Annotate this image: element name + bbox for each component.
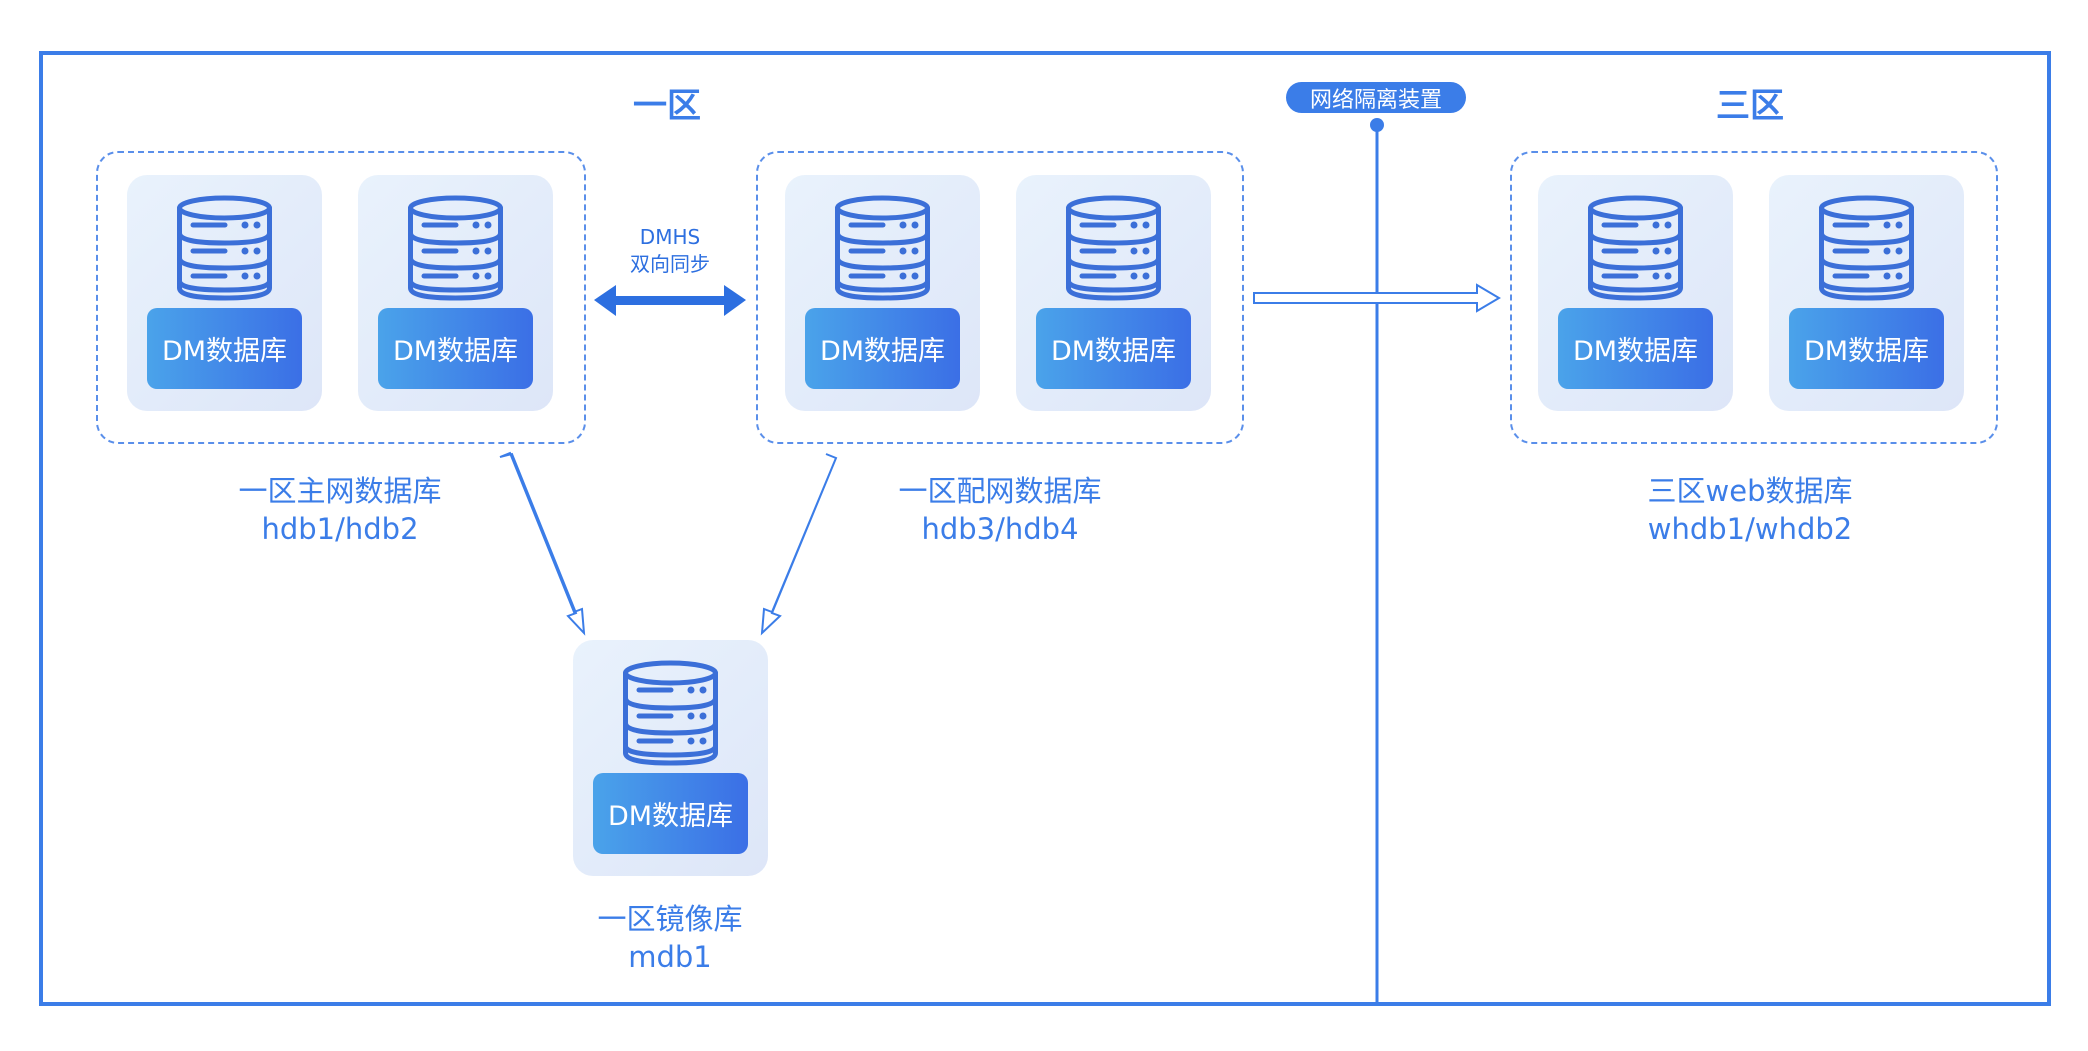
database-icon bbox=[408, 195, 503, 301]
zone-frame bbox=[39, 51, 2051, 1006]
db-label: DM数据库 bbox=[1558, 308, 1713, 389]
db-card-whdb1: DM数据库 bbox=[1538, 175, 1733, 411]
db-label: DM数据库 bbox=[805, 308, 960, 389]
database-icon bbox=[1066, 195, 1161, 301]
database-icon bbox=[1819, 195, 1914, 301]
sync-arrow bbox=[594, 285, 746, 316]
caption-web: 三区web数据库 whdb1/whdb2 bbox=[1600, 472, 1900, 548]
group-web bbox=[1510, 151, 1998, 444]
caption-mirror-hosts: mdb1 bbox=[628, 940, 712, 974]
mirror-arrow-main bbox=[499, 451, 586, 636]
caption-web-title: 三区web数据库 bbox=[1647, 474, 1853, 508]
db-label: DM数据库 bbox=[1789, 308, 1944, 389]
group-main-network bbox=[96, 151, 586, 444]
sync-label-mode: 双向同步 bbox=[630, 252, 710, 276]
db-card-whdb2: DM数据库 bbox=[1769, 175, 1964, 411]
isolation-device-badge: 网络隔离装置 bbox=[1286, 82, 1466, 113]
caption-mirror-title: 一区镜像库 bbox=[597, 902, 743, 936]
db-card-mdb1: DM数据库 bbox=[573, 640, 768, 876]
caption-mirror: 一区镜像库 mdb1 bbox=[530, 900, 810, 976]
mirror-arrow-dist bbox=[760, 453, 838, 636]
db-card-hdb2: DM数据库 bbox=[358, 175, 553, 411]
database-icon bbox=[1588, 195, 1683, 301]
caption-distribution-network-title: 一区配网数据库 bbox=[898, 474, 1102, 508]
transfer-arrow-zone3 bbox=[1253, 283, 1501, 313]
caption-distribution-network: 一区配网数据库 hdb3/hdb4 bbox=[860, 472, 1140, 548]
database-icon bbox=[623, 660, 718, 766]
db-label: DM数据库 bbox=[593, 773, 748, 854]
caption-main-network-title: 一区主网数据库 bbox=[238, 474, 442, 508]
sync-label-protocol: DMHS bbox=[639, 225, 701, 249]
caption-distribution-network-hosts: hdb3/hdb4 bbox=[921, 512, 1079, 546]
caption-main-network-hosts: hdb1/hdb2 bbox=[261, 512, 419, 546]
isolation-node-dot bbox=[1370, 118, 1384, 132]
group-distribution-network bbox=[756, 151, 1244, 444]
zone-title-1: 一区 bbox=[633, 86, 701, 126]
db-label: DM数据库 bbox=[1036, 308, 1191, 389]
caption-main-network: 一区主网数据库 hdb1/hdb2 bbox=[200, 472, 480, 548]
db-card-hdb1: DM数据库 bbox=[127, 175, 322, 411]
caption-web-hosts: whdb1/whdb2 bbox=[1647, 512, 1853, 546]
zone-title-3: 三区 bbox=[1716, 86, 1784, 126]
db-card-hdb3: DM数据库 bbox=[785, 175, 980, 411]
database-icon bbox=[835, 195, 930, 301]
db-label: DM数据库 bbox=[378, 308, 533, 389]
sync-label: DMHS 双向同步 bbox=[600, 224, 740, 278]
db-card-hdb4: DM数据库 bbox=[1016, 175, 1211, 411]
db-label: DM数据库 bbox=[147, 308, 302, 389]
database-icon bbox=[177, 195, 272, 301]
